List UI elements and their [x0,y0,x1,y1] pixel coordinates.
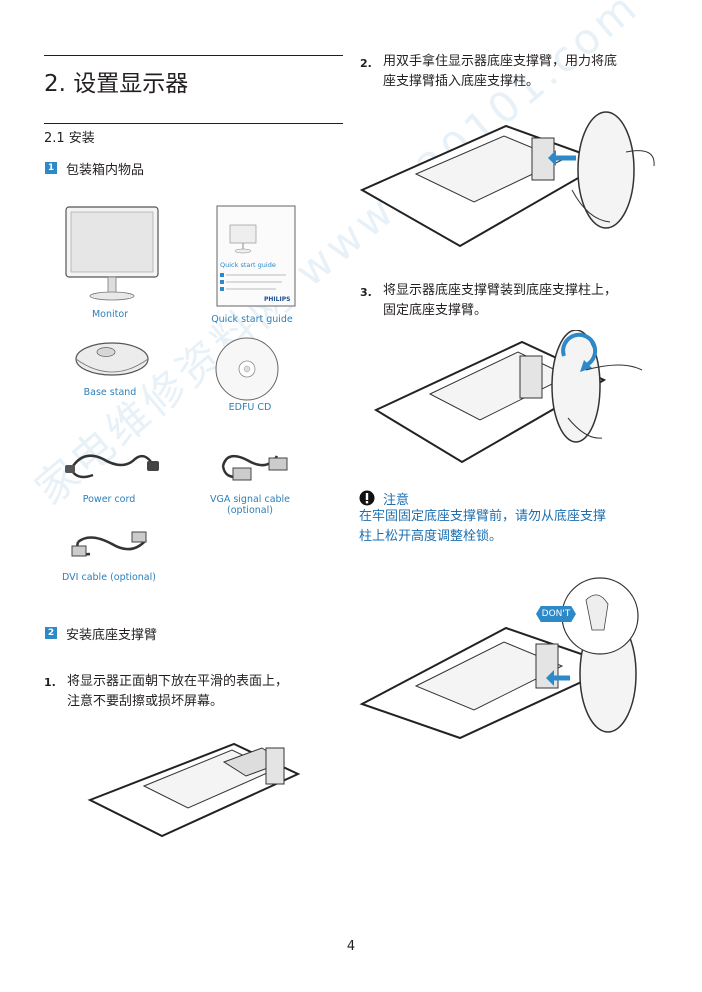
caption-monitor: Monitor [91,309,129,320]
caption-edfu-cd: EDFU CD [228,402,272,413]
booklet-brand: PHILIPS [264,296,290,303]
caption-base-stand: Base stand [83,387,137,398]
caption-power-cord: Power cord [82,494,136,505]
instruction-3-line-1: 将显示器底座支撑臂装到底座支撑柱上， [383,283,618,298]
warning-icon [359,490,375,506]
vga-cable-illustration [221,454,288,481]
base-stand-illustration [75,342,149,376]
subheading-rule [44,123,343,124]
caption-vga-cable: VGA signal cable (optional) [209,494,291,516]
instruction-1-line-1: 将显示器正面朝下放在平滑的表面上， [67,674,289,689]
dont-illustration [359,577,639,740]
instruction-3-line-2: 固定底座支撑臂。 [383,303,488,318]
subsection-heading: 2.1 安装 [44,131,95,146]
instruction-1-line-2: 注意不要刮擦或损坏屏幕。 [67,694,224,709]
edfu-cd-illustration [215,337,279,401]
instruction-number-3: 3. [360,286,372,299]
dvi-cable-illustration [71,531,147,557]
page-number: 4 [346,939,356,954]
instruction-2-line-1: 用双手拿住显示器底座支撑臂，用力将底 [383,54,618,69]
step-badge-1: 1 [45,162,57,174]
insert-stand-arm-illustration [359,111,655,248]
booklet-title: Quick start guide [220,261,276,269]
step-title-2: 安装底座支撑臂 [66,628,158,643]
instruction-text-2: 用双手拿住显示器底座支撑臂，用力将底 座支撑臂插入底座支撑柱。 [383,52,617,92]
section-heading: 2. 设置显示器 [44,71,189,97]
instruction-text-3: 将显示器底座支撑臂装到底座支撑柱上， 固定底座支撑臂。 [383,281,617,321]
monitor-illustration [65,206,159,301]
note-line-2: 柱上松开高度调整栓锁。 [359,529,503,544]
step-title-1: 包装箱内物品 [66,163,145,178]
instruction-2-line-2: 座支撑臂插入底座支撑柱。 [383,74,540,89]
note-title: 注意 [383,493,410,508]
caption-quick-start-guide: Quick start guide [211,314,293,325]
dont-label: DON'T [536,606,576,622]
power-cord-illustration [65,454,159,479]
heading-rule [44,55,343,56]
instruction-text-1: 将显示器正面朝下放在平滑的表面上， 注意不要刮擦或损坏屏幕。 [67,672,288,712]
fix-stand-arm-illustration [373,330,643,464]
monitor-face-down-illustration [87,742,301,838]
caption-dvi-cable: DVI cable (optional) [62,572,156,583]
step-badge-2: 2 [45,627,57,639]
instruction-number-2: 2. [360,57,372,70]
note-line-1: 在牢固固定底座支撑臂前，请勿从底座支撑 [359,509,607,524]
note-body: 在牢固固定底座支撑臂前，请勿从底座支撑 柱上松开高度调整栓锁。 [359,507,606,547]
instruction-number-1: 1. [44,676,56,689]
quick-start-guide-illustration: Quick start guide PHILIPS [216,205,296,307]
